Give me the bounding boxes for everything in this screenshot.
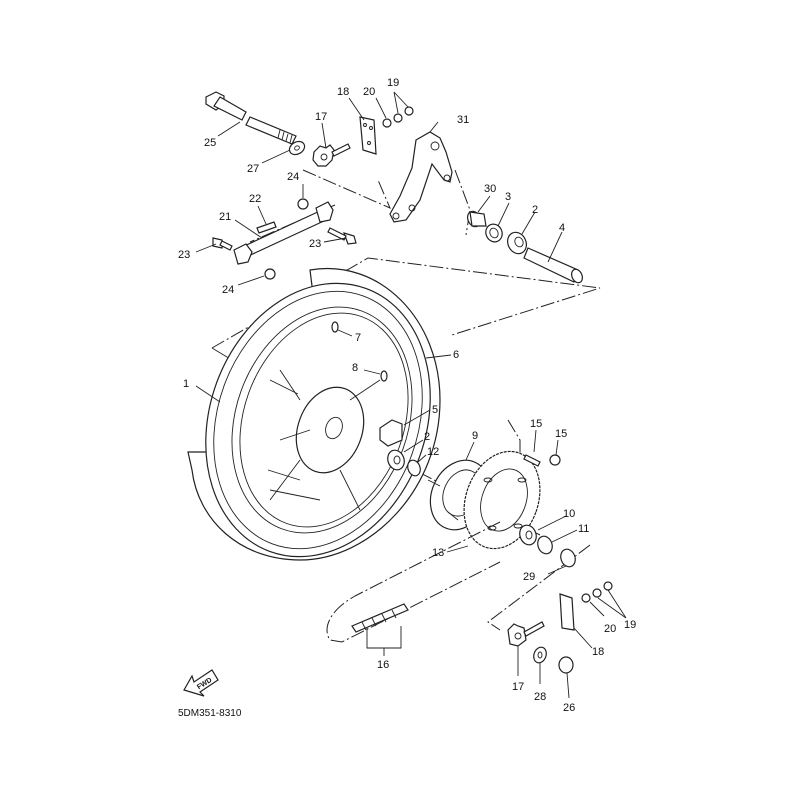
callout-18-bottom[interactable]: 18 (592, 646, 604, 658)
part-25-axle-bolt[interactable] (205, 91, 247, 121)
part-12-collar[interactable] (406, 458, 423, 477)
part-19-nut-bottom-b[interactable] (603, 581, 613, 591)
part-4-collar-shaft[interactable] (523, 247, 584, 284)
part-8-balance-weight[interactable] (380, 370, 388, 382)
part-7-valve[interactable] (331, 321, 339, 333)
callout-5[interactable]: 5 (432, 404, 438, 416)
drawing-code: 5DM351-8310 (178, 708, 242, 719)
callout-25[interactable]: 25 (204, 137, 216, 149)
part-18-plate-top[interactable] (359, 116, 377, 155)
callout-13[interactable]: 13 (432, 547, 444, 559)
leader-lines (195, 91, 627, 699)
callout-4[interactable]: 4 (559, 222, 565, 234)
part-31-caliper-bracket[interactable] (389, 131, 453, 223)
callout-23-left[interactable]: 23 (178, 249, 190, 261)
callout-15[interactable]: 15 (555, 428, 567, 440)
callout-17-bottom[interactable]: 17 (512, 681, 524, 693)
part-3-oil-seal[interactable] (483, 221, 505, 244)
callout-22[interactable]: 22 (249, 193, 261, 205)
callout-9[interactable]: 9 (472, 430, 478, 442)
callout-19-top[interactable]: 19 (387, 77, 399, 89)
part-2-bearing-top[interactable] (504, 229, 530, 257)
callout-31[interactable]: 31 (457, 114, 469, 126)
callout-2-bottom[interactable]: 2 (424, 431, 430, 443)
callouts: 25 27 17 18 20 19 31 30 3 2 4 24 22 21 2… (178, 77, 636, 714)
part-19-nut-bottom-a[interactable] (592, 588, 602, 598)
part-19-nut-top-a[interactable] (393, 113, 403, 123)
part-26-nut[interactable] (558, 656, 574, 674)
part-11-oil-seal[interactable] (535, 534, 554, 556)
callout-28[interactable]: 28 (534, 691, 546, 703)
fwd-arrow-icon: FWD (183, 669, 219, 697)
callout-3[interactable]: 3 (505, 191, 511, 203)
part-20-washer-bottom[interactable] (581, 593, 591, 603)
part-14-stud[interactable] (523, 454, 541, 467)
callout-24-top[interactable]: 24 (287, 171, 299, 183)
callout-24-bottom[interactable]: 24 (222, 284, 234, 296)
callout-6[interactable]: 6 (453, 349, 459, 361)
part-21-tension-bar[interactable] (233, 201, 334, 265)
callout-14[interactable]: 15 (530, 418, 542, 430)
part-5-damper[interactable] (379, 419, 403, 447)
callout-1[interactable]: 1 (183, 378, 189, 390)
part-15-nut[interactable] (549, 454, 561, 466)
callout-20-bottom[interactable]: 20 (604, 623, 616, 635)
part-13-sprocket[interactable] (451, 441, 553, 560)
callout-17-top[interactable]: 17 (315, 111, 327, 123)
callout-2-top[interactable]: 2 (532, 204, 538, 216)
part-10-bearing[interactable] (517, 523, 539, 547)
part-18-plate-bottom[interactable] (559, 593, 575, 631)
part-1-rear-wheel[interactable] (169, 252, 468, 589)
part-25-sleeve[interactable] (245, 116, 297, 145)
part-2-bearing-bottom[interactable] (385, 448, 407, 472)
callout-8[interactable]: 8 (352, 362, 358, 374)
part-23-bolt-left[interactable] (212, 237, 233, 251)
callout-19-bottom[interactable]: 19 (624, 619, 636, 631)
part-27-washer[interactable] (287, 139, 307, 157)
part-16-drive-chain[interactable] (326, 521, 501, 643)
part-24-nut-bottom[interactable] (264, 268, 276, 280)
callout-23-right[interactable]: 23 (309, 238, 321, 250)
part-28-washer[interactable] (532, 645, 549, 664)
callout-30[interactable]: 30 (484, 183, 496, 195)
part-20-washer-top[interactable] (382, 118, 392, 128)
part-29-collar[interactable] (558, 547, 577, 569)
callout-12[interactable]: 12 (427, 446, 439, 458)
callout-29[interactable]: 29 (523, 571, 535, 583)
part-30-collar[interactable] (465, 209, 487, 229)
part-19-nut-top-b[interactable] (404, 106, 414, 116)
callout-27[interactable]: 27 (247, 163, 259, 175)
part-22-label[interactable] (256, 221, 277, 234)
callout-21[interactable]: 21 (219, 211, 231, 223)
callout-11[interactable]: 11 (578, 523, 589, 535)
callout-10[interactable]: 10 (563, 508, 575, 520)
part-17-chain-adjuster-top[interactable] (312, 143, 351, 167)
part-23-bolt-right[interactable] (327, 227, 357, 245)
part-17-chain-adjuster-bottom[interactable] (507, 621, 545, 647)
callout-18-top[interactable]: 18 (337, 86, 349, 98)
callout-7[interactable]: 7 (355, 332, 361, 344)
part-24-nut-top[interactable] (297, 198, 309, 210)
callout-20-top[interactable]: 20 (363, 86, 375, 98)
callout-16[interactable]: 16 (377, 659, 389, 671)
callout-26[interactable]: 26 (563, 702, 575, 714)
